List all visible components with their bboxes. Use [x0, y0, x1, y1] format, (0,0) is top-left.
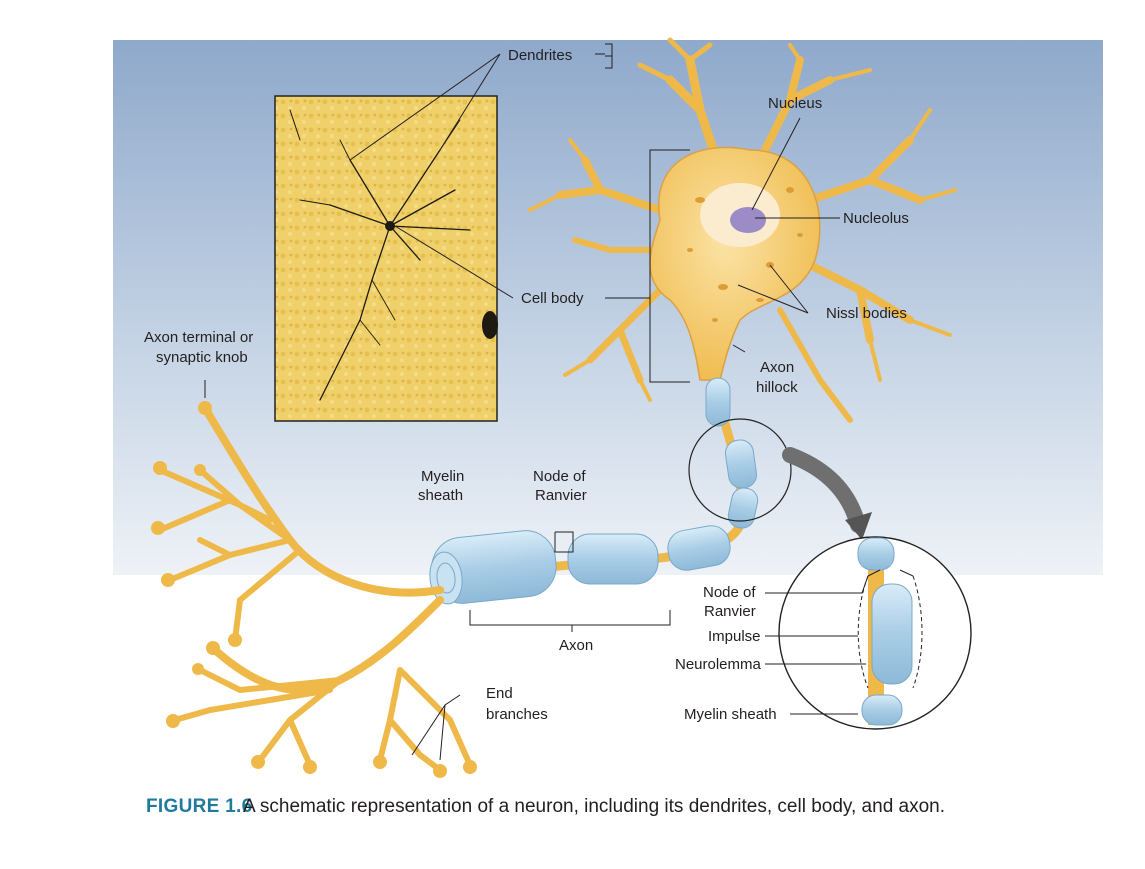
- label-nucleolus: Nucleolus: [843, 210, 909, 227]
- label-inset-impulse: Impulse: [708, 628, 761, 645]
- label-axon-hillock-line2: hillock: [756, 379, 798, 396]
- label-myelin-sheath-line2: sheath: [418, 487, 463, 504]
- micrograph-photo: [274, 95, 498, 422]
- label-node-ranvier-line1: Node of: [533, 468, 586, 485]
- label-dendrites: Dendrites: [508, 47, 572, 64]
- label-inset-neurolemma: Neurolemma: [675, 656, 762, 673]
- label-inset-node-line1: Node of: [703, 584, 756, 601]
- label-end-branches-line2: branches: [486, 706, 548, 723]
- zoom-source-circle: [688, 418, 792, 522]
- label-axon-terminal-line1: Axon terminal or: [144, 329, 253, 346]
- label-nissl-bodies: Nissl bodies: [826, 305, 907, 322]
- label-end-branches-line1: End: [486, 685, 513, 702]
- label-myelin-sheath-line1: Myelin: [421, 468, 464, 485]
- label-inset-node-line2: Ranvier: [704, 603, 756, 620]
- diagram-labels: Dendrites Nucleus Nucleolus Cell body Ni…: [144, 47, 909, 723]
- label-axon-terminal-line2: synaptic knob: [156, 349, 248, 366]
- inset-magnified-axon: [778, 536, 972, 730]
- figure-number: FIGURE 1.6: [146, 796, 253, 817]
- label-node-ranvier-line2: Ranvier: [535, 487, 587, 504]
- label-nucleus: Nucleus: [768, 95, 822, 112]
- label-axon-hillock-line1: Axon: [760, 359, 794, 376]
- label-cell-body: Cell body: [521, 290, 584, 307]
- leader-lines: [204, 43, 869, 761]
- neuron-illustration: [151, 37, 957, 778]
- zoom-arrow: [782, 447, 866, 533]
- label-inset-myelin-sheath: Myelin sheath: [684, 706, 777, 723]
- label-axon: Axon: [559, 637, 593, 654]
- zoom-arrowhead: [845, 512, 872, 540]
- figure-caption: A schematic representation of a neuron, …: [243, 796, 946, 817]
